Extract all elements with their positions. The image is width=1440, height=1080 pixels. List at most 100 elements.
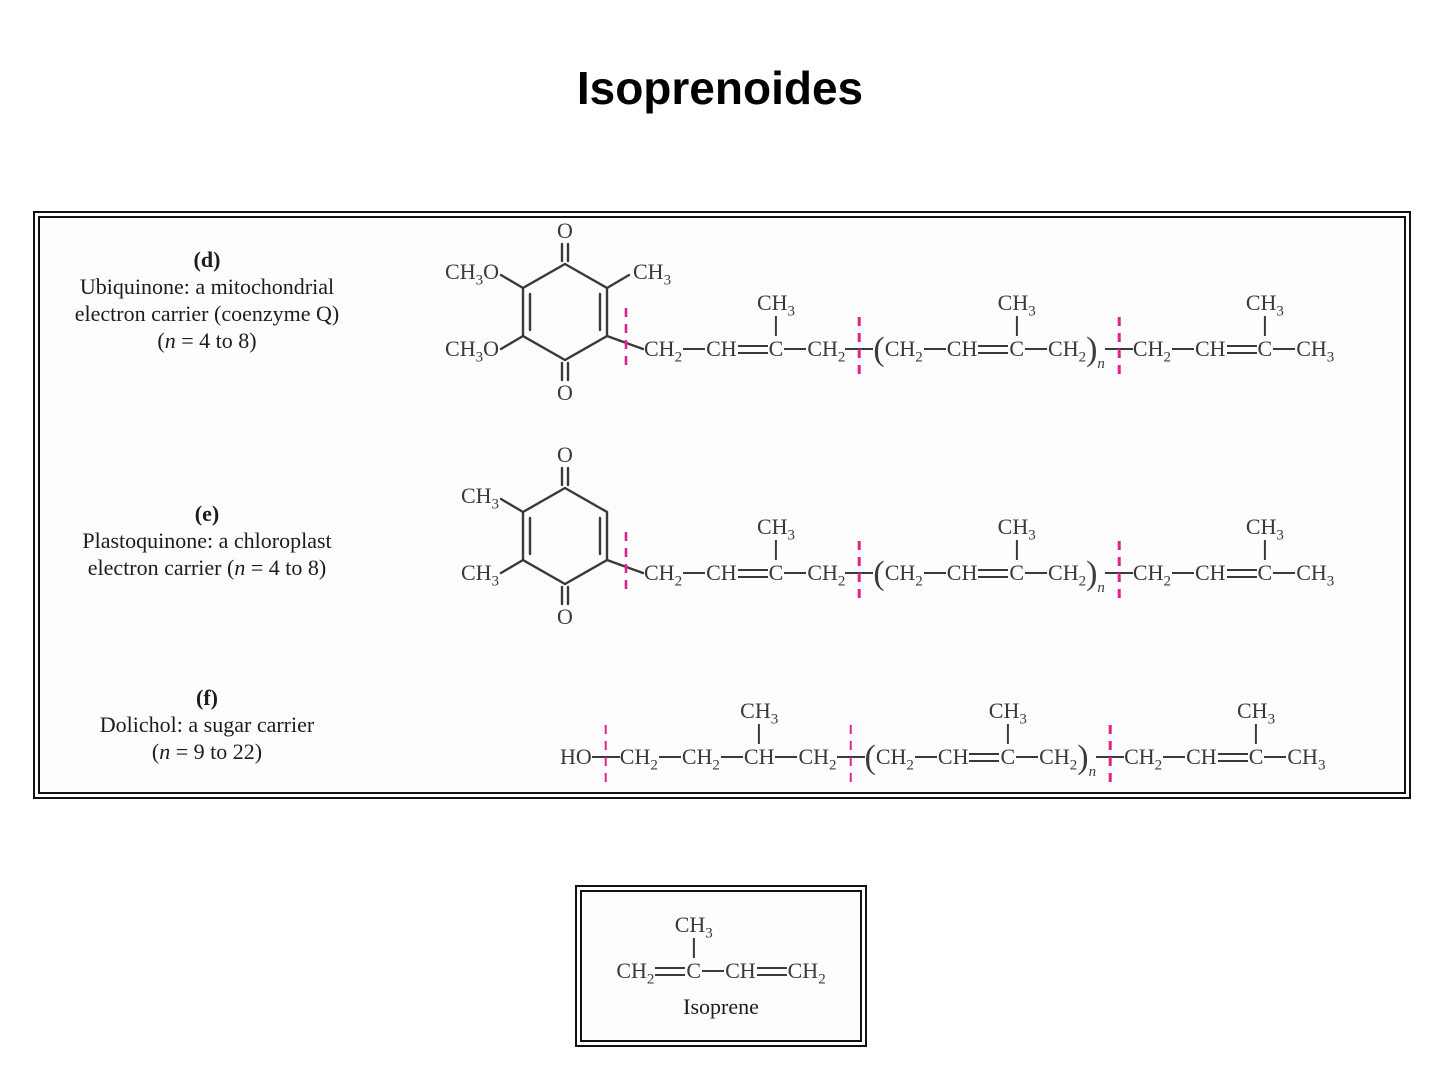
subscript: 2 xyxy=(1163,573,1171,590)
section-f-nrange: (n = 9 to 22) xyxy=(151,739,263,764)
subscript: 3 xyxy=(1317,757,1326,774)
ubiquinone-ring-diagram: O O CH3O CH3O CH3 xyxy=(407,218,677,413)
subscript: 2 xyxy=(1163,349,1171,366)
branch-bond xyxy=(692,938,695,958)
section-f-label: (f) Dolichol: a sugar carrier (n = 9 to … xyxy=(42,684,372,765)
methyl-label: CH3 xyxy=(1245,290,1284,320)
subscript: 3 xyxy=(491,573,500,590)
branch-bond xyxy=(758,724,761,744)
quinone-ring-drawing xyxy=(499,242,645,382)
subscript: 3 xyxy=(1276,527,1284,544)
single-bond xyxy=(784,347,807,351)
double-bond xyxy=(737,344,768,354)
isoprene-unit-divider xyxy=(836,724,865,789)
subscript: 2 xyxy=(1078,573,1087,590)
formula-group: CH3 xyxy=(1287,744,1326,774)
branch-bond xyxy=(1263,540,1266,560)
subscript: 3 xyxy=(1019,711,1027,728)
formula-group: O xyxy=(557,380,573,405)
single-bond xyxy=(914,755,937,759)
dashed-cut-mark xyxy=(858,316,861,381)
subscript: 2 xyxy=(829,757,837,774)
subscript: 2 xyxy=(712,757,720,774)
formula-group: CH3 xyxy=(460,560,500,590)
formula-group: CH xyxy=(1194,336,1226,361)
repeat-count-n: n xyxy=(1088,763,1097,780)
double-bond xyxy=(978,344,1009,354)
upper-left-substituent-bond xyxy=(499,497,525,514)
formula-group: CH3 xyxy=(633,259,672,289)
bottom-carbonyl-bond xyxy=(560,361,570,382)
subscript: 3 xyxy=(770,711,779,728)
subscript: 2 xyxy=(915,349,923,366)
methyl-label: CH3 xyxy=(756,290,796,320)
subscript: 2 xyxy=(818,971,826,988)
dashed-cut-mark xyxy=(858,540,861,605)
formula-group: CH xyxy=(706,336,737,361)
formula-group: CH3 xyxy=(445,259,484,289)
single-bond xyxy=(1273,571,1296,575)
methyl-label: CH3 xyxy=(988,698,1027,728)
slide-title: Isoprenoides xyxy=(576,62,864,114)
formula-group: CH xyxy=(1194,560,1226,585)
formula-group: CH3 xyxy=(460,483,500,513)
branch-bond xyxy=(1263,316,1266,336)
subscript: 3 xyxy=(475,272,484,289)
formula-group: CH2 xyxy=(1132,560,1171,590)
section-d-line2: electron carrier (coenzyme Q) xyxy=(74,301,340,326)
subscript: 3 xyxy=(663,272,672,289)
branch-bond xyxy=(774,540,778,560)
single-bond xyxy=(1273,347,1296,351)
dashed-cut-mark xyxy=(1108,724,1112,789)
methyl-label: CH3 xyxy=(997,514,1036,544)
single-bond xyxy=(702,969,725,973)
subscript: 3 xyxy=(1326,349,1335,366)
double-bond xyxy=(655,966,686,976)
formula-group: CH2 xyxy=(1048,560,1087,590)
section-e-letter: (e) xyxy=(194,501,220,526)
subscript: 2 xyxy=(1154,757,1163,774)
single-bond xyxy=(923,571,946,575)
single-bond xyxy=(1171,571,1194,575)
branch-bond xyxy=(1015,316,1018,336)
methyl-label: CH3 xyxy=(674,912,713,942)
isoprene-unit-divider xyxy=(591,724,620,789)
open-paren: ( xyxy=(864,739,876,776)
single-bond xyxy=(1264,755,1287,759)
single-bond xyxy=(775,755,798,759)
single-bond xyxy=(720,755,743,759)
subscript: 3 xyxy=(787,303,796,320)
formula-group: CH2 xyxy=(884,336,923,366)
subscript: 3 xyxy=(1028,303,1036,320)
single-bond xyxy=(784,571,807,575)
section-d-line1: Ubiquinone: a mitochondrial xyxy=(79,274,335,299)
methoxy-label-lower: CH3O xyxy=(445,336,499,365)
isoprene-unit-divider xyxy=(1096,724,1125,789)
methyl-label: CH3 xyxy=(756,514,796,544)
open-paren: ( xyxy=(873,331,885,368)
formula-group: CH3 xyxy=(1296,336,1335,366)
section-e-line1: Plastoquinone: a chloroplast xyxy=(82,528,332,553)
single-bond xyxy=(683,571,706,575)
subscript: 3 xyxy=(491,496,500,513)
methyl-label: CH3 xyxy=(1237,698,1276,728)
top-oxygen-label: O xyxy=(557,442,573,468)
formula-group: O xyxy=(483,336,499,361)
formula-group: CH xyxy=(725,958,756,983)
branch-bond xyxy=(1006,724,1009,744)
formula-group: CH2 xyxy=(884,560,923,590)
branch-bond xyxy=(1254,724,1258,744)
dashed-cut-mark xyxy=(1117,316,1121,381)
repeat-count-n: n xyxy=(1097,579,1105,596)
close-paren: )n xyxy=(1086,330,1105,372)
subscript: 3 xyxy=(787,527,796,544)
section-f-line1: Dolichol: a sugar carrier xyxy=(99,712,315,737)
